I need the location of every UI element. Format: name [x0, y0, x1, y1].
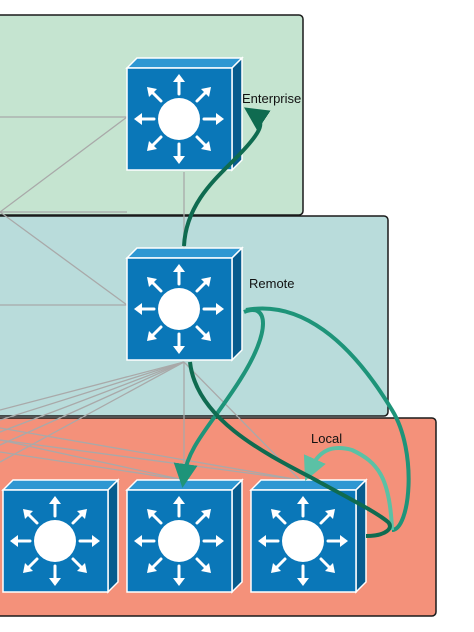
- remote-to-enterprise-arrow: [182, 107, 271, 247]
- local-switch-1-icon[interactable]: [1, 478, 120, 594]
- remote-to-local-2-arrow: [173, 308, 265, 488]
- remote-switch-icon[interactable]: [125, 246, 244, 362]
- zone-label-local: Local: [311, 431, 342, 446]
- enterprise-switch-icon[interactable]: [125, 56, 244, 172]
- zone-label-enterprise: Enterprise: [242, 91, 301, 106]
- remote-to-local-3-arrow: [245, 306, 411, 532]
- zone-label-remote: Remote: [249, 276, 295, 291]
- local-switch-2-icon[interactable]: [125, 478, 244, 594]
- remote-to-local-3-dark-arrow: [188, 361, 392, 538]
- local-3-loop-arrow: [303, 446, 394, 531]
